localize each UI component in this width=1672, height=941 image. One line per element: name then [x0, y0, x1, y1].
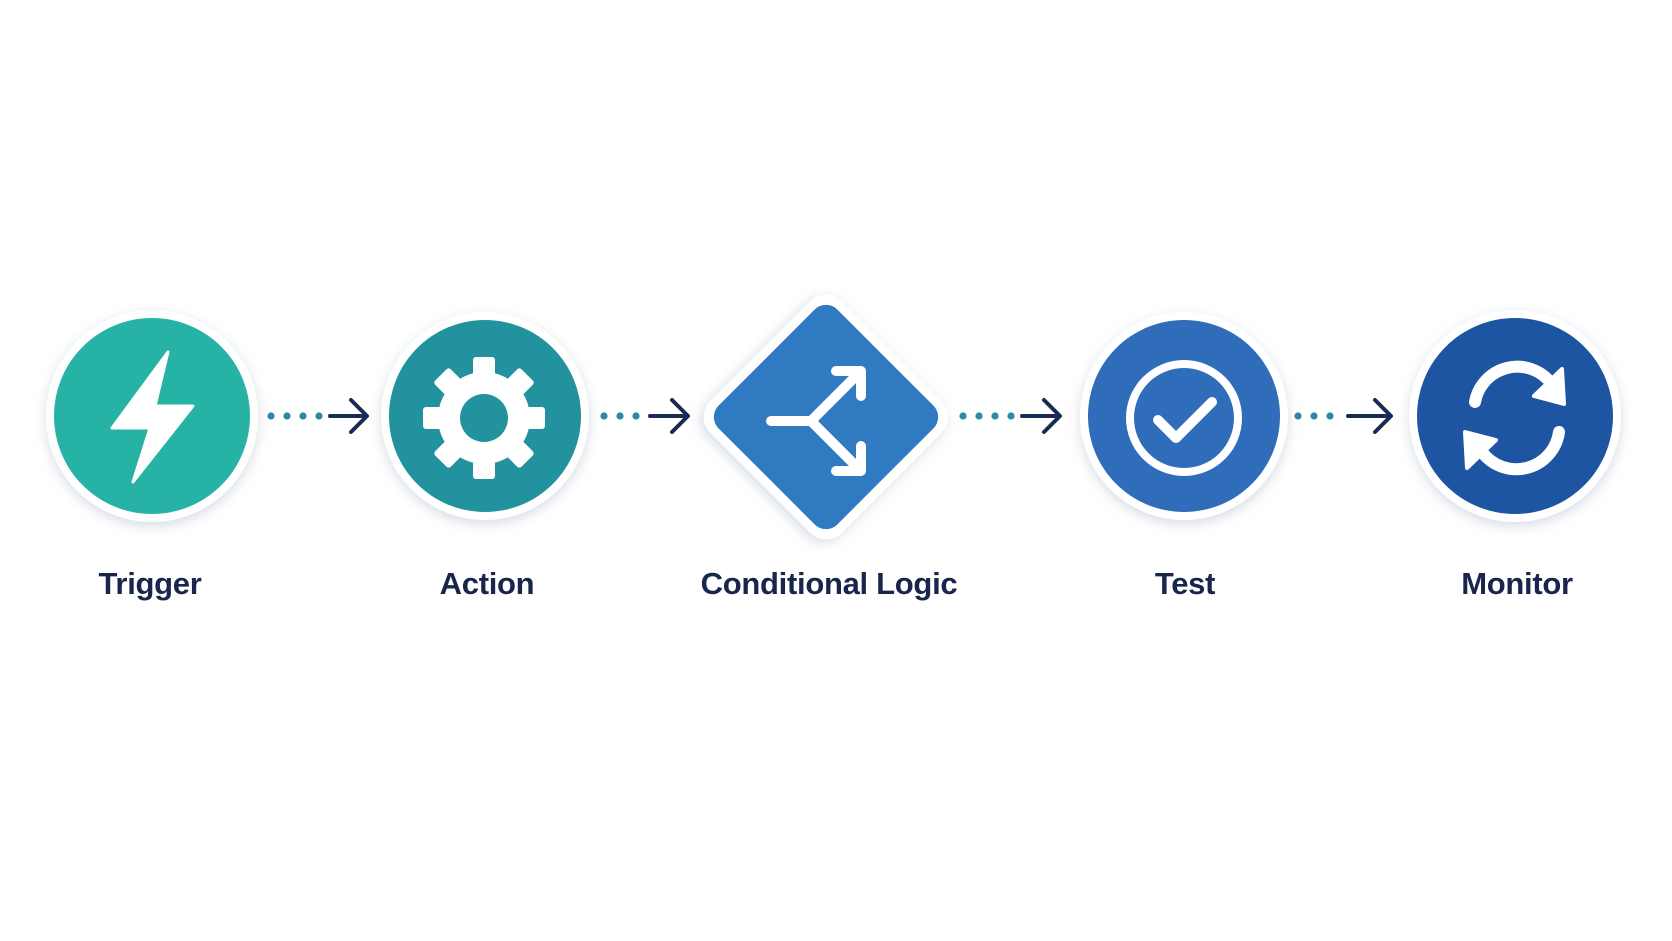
- arrow-right-icon: [648, 398, 690, 434]
- connector-trigger-action: [267, 398, 369, 434]
- check-circle-icon: [1126, 360, 1242, 476]
- connector-action-conditional: [600, 398, 690, 434]
- gear-icon: [423, 357, 545, 479]
- label-test: Test: [1154, 566, 1216, 601]
- lightning-bolt-icon: [110, 350, 195, 484]
- node-conditional-logic[interactable]: [694, 285, 957, 548]
- dotted-line: [1294, 412, 1334, 420]
- dotted-line: [600, 412, 640, 420]
- node-action[interactable]: [381, 312, 589, 520]
- label-trigger: Trigger: [98, 566, 202, 601]
- dotted-line: [267, 412, 323, 420]
- arrow-right-icon: [328, 398, 369, 434]
- label-action: Action: [439, 566, 535, 601]
- arrow-right-icon: [1020, 398, 1062, 434]
- refresh-icon: [1463, 360, 1566, 476]
- label-conditional-logic: Conditional Logic: [700, 566, 958, 601]
- split-arrows-icon: [766, 366, 866, 476]
- node-trigger[interactable]: [46, 310, 258, 522]
- connector-conditional-test: [959, 398, 1062, 434]
- dotted-line: [959, 412, 1015, 420]
- arrow-right-icon: [1346, 398, 1393, 434]
- node-test[interactable]: [1080, 312, 1288, 520]
- node-monitor[interactable]: [1409, 310, 1621, 522]
- connector-test-monitor: [1294, 398, 1393, 434]
- label-monitor: Monitor: [1461, 566, 1573, 601]
